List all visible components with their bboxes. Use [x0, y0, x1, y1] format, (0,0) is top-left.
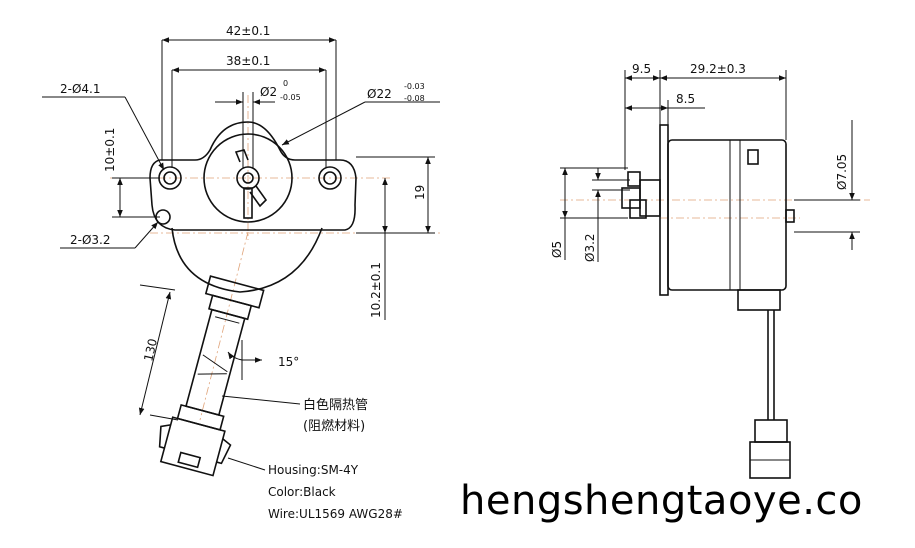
- dim-lower-offset: 10.2±0.1: [369, 262, 383, 318]
- dim-shaft-dia: Ø3.2: [583, 233, 597, 262]
- dim-angle: 15°: [278, 355, 299, 369]
- dim-height: 19: [413, 185, 427, 200]
- sleeve-note: 白色隔热管: [303, 397, 368, 413]
- wire-note: Wire:UL1569 AWG28#: [268, 507, 403, 521]
- dim-lead-length: 130: [141, 337, 160, 362]
- side-body: [667, 139, 787, 291]
- side-connector: [754, 419, 788, 443]
- front-view: 42±0.1 38±0.1 Ø2 0 -0.05 Ø22 -0.03 -0.08…: [42, 24, 440, 521]
- svg-text:-0.08: -0.08: [404, 94, 425, 103]
- side-view: 9.5 29.2±0.3 8.5 Ø5 Ø3.2 Ø7.05: [550, 62, 870, 479]
- svg-text:-0.05: -0.05: [280, 93, 301, 102]
- dim-shaft: Ø2: [260, 85, 277, 99]
- dim-boss-dia: Ø5: [550, 241, 564, 258]
- mount-hole-right: [318, 166, 342, 190]
- color-note: Color:Black: [268, 485, 336, 499]
- dim-boss: Ø22: [367, 87, 392, 101]
- dim-overall-width: 42±0.1: [226, 24, 270, 38]
- dim-shaft-protrusion: 9.5: [632, 62, 651, 76]
- dim-vertical-offset: 10±0.1: [103, 128, 117, 172]
- housing-note: Housing:SM-4Y: [268, 463, 359, 477]
- dim-mount-holes: 2-Ø4.1: [60, 82, 101, 96]
- dim-inner: 8.5: [676, 92, 695, 106]
- dim-body-length: 29.2±0.3: [690, 62, 746, 76]
- svg-text:-0.03: -0.03: [404, 82, 425, 91]
- sleeve-note-material: (阻燃材料): [303, 418, 365, 434]
- dim-hole-spacing: 38±0.1: [226, 54, 270, 68]
- lead-wire-assembly: [158, 275, 265, 477]
- boss-circle: [203, 133, 293, 223]
- dim-locating-holes: 2-Ø3.2: [70, 233, 111, 247]
- side-flange: [659, 124, 669, 296]
- svg-text:0: 0: [283, 79, 288, 88]
- watermark-text: hengshengtaoye.co: [460, 478, 863, 524]
- dim-body-dia: Ø7.05: [835, 154, 849, 190]
- mounting-flange: [149, 121, 357, 231]
